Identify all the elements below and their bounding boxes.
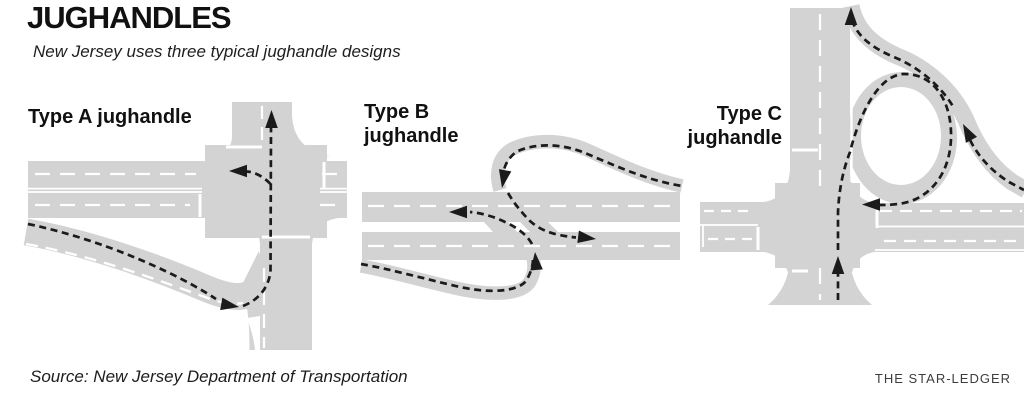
type-a-label: Type A jughandle <box>28 106 192 128</box>
type-b-flow-path <box>502 144 683 188</box>
type-b-north-loop-ramp <box>491 134 684 193</box>
arrow-merge-south-icon <box>498 169 512 188</box>
arrow-west-icon <box>449 205 467 219</box>
page-subtitle: New Jersey uses three typical jughandle … <box>33 42 401 61</box>
arrow-east-icon <box>577 230 596 244</box>
page-title: JUGHANDLES <box>27 0 232 35</box>
type-b-diagram <box>359 134 684 300</box>
arrow-merge-north-icon <box>530 252 543 271</box>
type-b-south-loop-ramp <box>359 256 541 300</box>
source-credit: Source: New Jersey Department of Transpo… <box>30 367 408 386</box>
arrow-west-icon <box>229 164 247 178</box>
type-a-ramp <box>23 218 277 351</box>
type-b-median-crossover <box>484 222 517 232</box>
type-a-flow-path <box>27 222 217 301</box>
arrow-east-icon <box>220 297 239 311</box>
type-c-highway-west <box>700 202 780 252</box>
arrow-north-icon <box>831 256 845 274</box>
arrow-ramp-icon <box>963 124 978 143</box>
type-a-diagram <box>23 102 347 351</box>
arrow-north-icon <box>265 110 278 128</box>
arrow-north-icon <box>844 7 858 25</box>
type-b-eastbound-road <box>362 232 680 260</box>
type-c-outer-ramp <box>842 3 1024 198</box>
type-c-diagram <box>700 3 1024 305</box>
type-b-westbound-road <box>362 192 680 222</box>
arrow-west-icon <box>862 198 880 211</box>
publisher-credit: THE STAR-LEDGER <box>874 371 1011 386</box>
